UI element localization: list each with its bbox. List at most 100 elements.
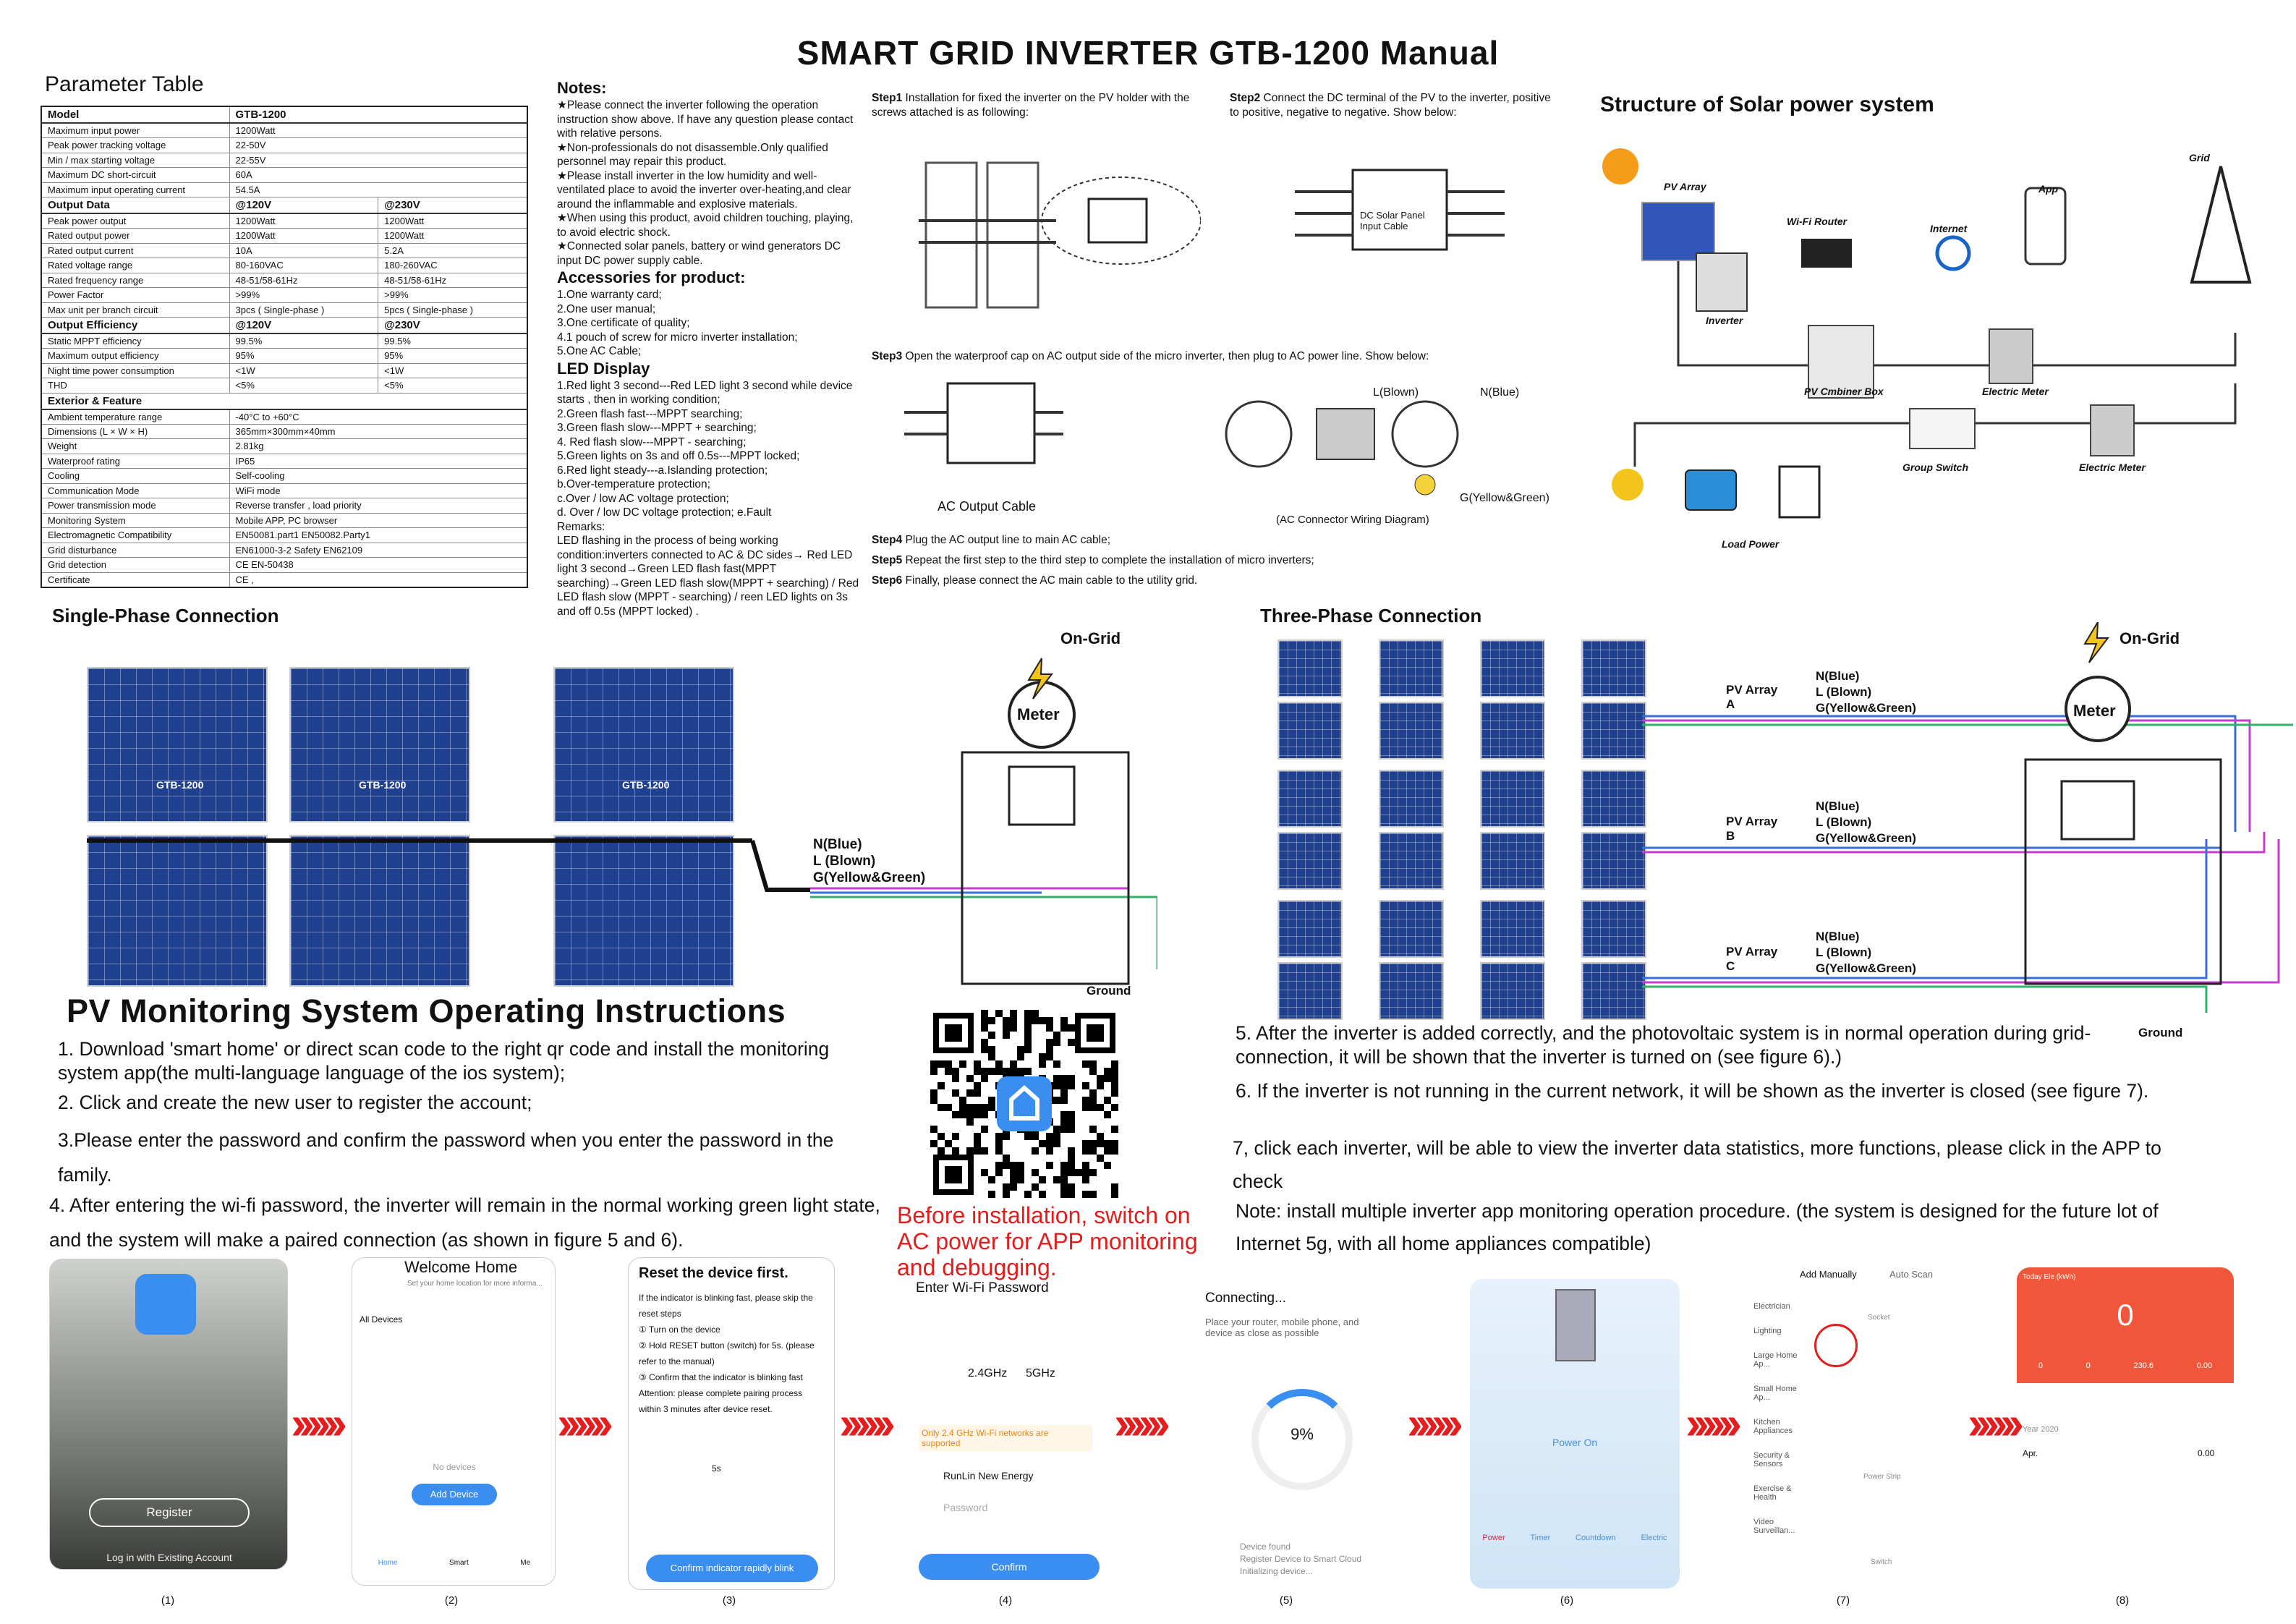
list-item: Security & Sensors <box>1753 1451 1790 1468</box>
wifi-router-label: Wi-Fi Router <box>1787 216 1848 227</box>
list-item: 4. Red flash slow---MPPT - searching; <box>557 435 747 448</box>
solar-panel <box>1480 770 1545 828</box>
ctrl-power[interactable]: Power <box>1482 1534 1505 1542</box>
list-item: If the indicator is blinking fast, pleas… <box>639 1293 813 1319</box>
solar-panel <box>1581 900 1646 958</box>
wifi-title: Enter Wi-Fi Password <box>916 1280 1049 1296</box>
tab-auto-scan[interactable]: Auto Scan <box>1889 1269 1933 1280</box>
single-meter-label: Meter <box>1017 705 1060 723</box>
solar-panel <box>289 667 470 822</box>
instruction-3: 3.Please enter the password and confirm … <box>58 1129 834 1186</box>
pv-array-c-label: PV Array C <box>1726 945 1778 973</box>
monitoring-title: PV Monitoring System Operating Instructi… <box>67 992 786 1029</box>
confirm-blink-button[interactable]: Confirm indicator rapidly blink <box>646 1555 818 1582</box>
instruction-5: 5. After the inverter is added correctly… <box>1236 1022 2091 1068</box>
list-item: ★Please connect the inverter following t… <box>557 99 854 140</box>
welcome-title: Welcome Home <box>404 1258 518 1276</box>
meter2-label: Electric Meter <box>2079 462 2146 473</box>
tab-add-manually[interactable]: Add Manually <box>1800 1269 1857 1280</box>
three-meter-label: Meter <box>2073 702 2116 720</box>
step5: Step5 Repeat the first step to the third… <box>872 554 1314 566</box>
list-item: Initializing device... <box>1240 1566 1313 1576</box>
figure-caption: (2) <box>444 1594 459 1607</box>
single-ground-label: Ground <box>1087 984 1131 998</box>
single-ongrid-label: On-Grid <box>1060 629 1121 647</box>
list-item: ★Non-professionals do not disassemble.On… <box>557 141 828 169</box>
structure-diagram <box>1602 148 2252 519</box>
wires-b: N(Blue)L (Blown)G(Yellow&Green) <box>1816 799 1916 845</box>
solar-panel <box>87 835 268 987</box>
wifi-confirm-button[interactable]: Confirm <box>919 1554 1100 1580</box>
today-label: Today Ele (kWh) <box>2023 1273 2076 1281</box>
monitoring-note: Note: install multiple inverter app moni… <box>1236 1200 2159 1254</box>
all-devices-label: All Devices <box>360 1314 403 1325</box>
nav-me[interactable]: Me <box>520 1559 531 1567</box>
no-devices-label: No devices <box>433 1462 476 1472</box>
app-label: App <box>2038 183 2059 195</box>
list-item: Attention: please complete pairing proce… <box>639 1388 803 1414</box>
solar-panel <box>1277 962 1343 1020</box>
step6: Step6 Finally, please connect the AC mai… <box>872 574 1198 587</box>
solar-panel <box>1480 962 1545 1020</box>
page-title: SMART GRID INVERTER GTB-1200 Manual <box>796 34 1500 72</box>
login-link[interactable]: Log in with Existing Account <box>106 1552 232 1563</box>
progress-percent: 9% <box>1291 1425 1314 1443</box>
list-item: 1.One warranty card; <box>557 289 662 301</box>
password-field[interactable]: Password <box>943 1502 988 1513</box>
month-label: Apr. <box>2023 1448 2038 1458</box>
list-item: Electrician <box>1753 1302 1790 1311</box>
reset-5s: 5s <box>712 1463 721 1474</box>
load-power-label: Load Power <box>1722 538 1780 550</box>
grid-label: Grid <box>2189 152 2210 163</box>
list-item: Remarks: <box>557 520 605 533</box>
l-blown-label: L(Blown) <box>1373 386 1419 399</box>
single-phase-wiring <box>87 658 1157 985</box>
list-item: ③ Confirm that the indicator is blinking… <box>639 1372 803 1382</box>
solar-panel <box>1277 702 1343 760</box>
solar-panel <box>1581 962 1646 1020</box>
flow-arrow: ›››››› <box>839 1397 896 1449</box>
wires-c: N(Blue)L (Blown)G(Yellow&Green) <box>1816 930 1916 975</box>
solar-panel <box>1581 702 1646 760</box>
step2-diagram <box>1295 169 1505 251</box>
selected-socket[interactable] <box>1814 1324 1858 1367</box>
inverter-model-label: GTB-1200 <box>156 779 204 791</box>
ctrl-electric[interactable]: Electric <box>1641 1534 1667 1542</box>
led-heading: LED Display <box>557 359 650 378</box>
list-item: ★Please install inverter in the low humi… <box>557 169 851 211</box>
nav-smart[interactable]: Smart <box>449 1559 469 1567</box>
band-24: 2.4GHz <box>968 1367 1008 1379</box>
solar-panel <box>1379 639 1444 697</box>
solar-panel <box>1581 639 1646 697</box>
ssid-field[interactable]: RunLin New Energy <box>943 1470 1034 1481</box>
ctrl-countdown[interactable]: Countdown <box>1576 1534 1616 1542</box>
combiner-label: PV Cmbiner Box <box>1804 386 1884 397</box>
g-yg-label: G(Yellow&Green) <box>1460 492 1549 504</box>
register-button[interactable]: Register <box>89 1498 250 1527</box>
list-item: ② Hold RESET button (switch) for 5s. (pl… <box>639 1340 815 1366</box>
connecting-subtitle: Place your router, mobile phone, and dev… <box>1205 1317 1359 1338</box>
reset-title: Reset the device first. <box>639 1265 788 1281</box>
solar-panel <box>1581 770 1646 828</box>
flow-arrow: ›››››› <box>291 1397 347 1449</box>
solar-panel <box>1581 832 1646 890</box>
figure-caption: (8) <box>2115 1594 2130 1607</box>
instruction-1: 1. Download 'smart home' or direct scan … <box>58 1038 830 1084</box>
nav-home[interactable]: Home <box>378 1559 398 1567</box>
list-item: ★Connected solar panels, battery or wind… <box>557 240 841 267</box>
ctrl-timer[interactable]: Timer <box>1530 1534 1551 1542</box>
band-5: 5GHz <box>1026 1367 1055 1379</box>
socket-header: Socket <box>1868 1314 1890 1322</box>
solar-panel <box>87 667 268 822</box>
add-device-button[interactable]: Add Device <box>412 1484 497 1505</box>
instruction-2: 2. Click and create the new user to regi… <box>58 1092 532 1113</box>
flow-arrow: ›››››› <box>1685 1397 1742 1449</box>
app-icon <box>135 1274 196 1335</box>
three-ongrid-label: On-Grid <box>2119 629 2180 647</box>
solar-panel <box>1379 702 1444 760</box>
bottom-nav: Home Smart Me <box>352 1559 555 1567</box>
inverter-model-label: GTB-1200 <box>622 779 670 791</box>
